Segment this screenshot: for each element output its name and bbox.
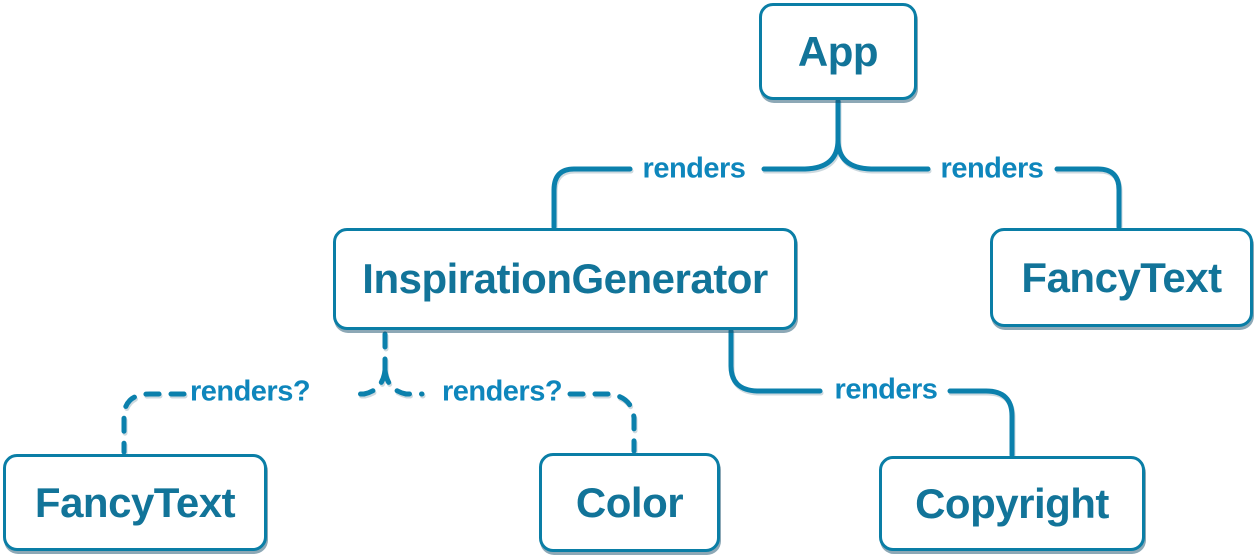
node-copyright: Copyright xyxy=(879,456,1145,551)
node-inspiration-generator: InspirationGenerator xyxy=(333,228,797,330)
node-fancy-text-top-right: FancyText xyxy=(990,228,1253,327)
edge-inspirationgenerator-fancytext-dashed-line-right-of-label xyxy=(347,367,388,397)
edge-inspirationgenerator-copyright-line-left-of-label xyxy=(728,328,823,394)
edge-label-inspirationgenerator-color: renders? xyxy=(441,375,563,408)
node-color: Color xyxy=(539,453,720,552)
edge-app-fancytext-line-left-of-label xyxy=(835,137,931,172)
edge-label-inspirationgenerator-fancytext: renders? xyxy=(189,375,311,408)
edge-inspirationgenerator-fancytext-dashed-line-left-of-label xyxy=(121,391,187,455)
edge-label-inspirationgenerator-copyright: renders xyxy=(834,373,938,406)
edge-inspirationgenerator-color-dashed-line-left-of-label xyxy=(382,367,425,397)
node-fancy-text-bottom-left: FancyText xyxy=(3,454,267,551)
edge-inspirationgenerator-color-dashed-line-right-of-label xyxy=(567,391,637,454)
node-app: App xyxy=(759,3,917,100)
edge-label-app-inspirationgenerator: renders xyxy=(642,152,746,185)
edge-app-fancytext-line-right-of-label xyxy=(1054,166,1122,230)
edge-label-app-fancytext: renders xyxy=(940,152,1044,185)
edge-app-inspirationgenerator-line-right-of-label xyxy=(761,137,841,172)
edge-app-inspirationgenerator-line-left-of-label xyxy=(551,166,633,230)
edge-inspirationgenerator-copyright-line-right-of-label xyxy=(947,388,1015,458)
